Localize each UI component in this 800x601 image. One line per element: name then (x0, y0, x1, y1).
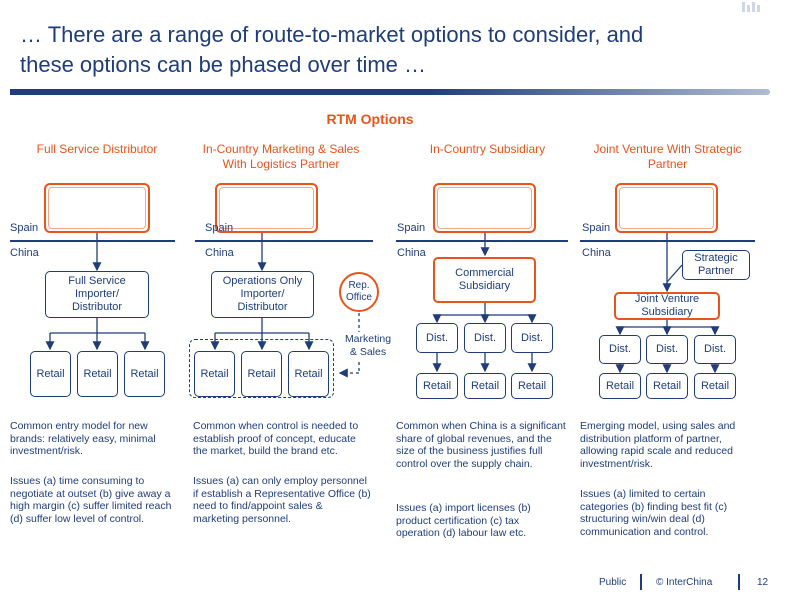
issues-text: Issues (a) limited to certain categories… (580, 488, 728, 538)
column-header-marketing-sales: In-Country Marketing & Sales With Logist… (202, 142, 360, 171)
column-header-joint-venture: Joint Venture With Strategic Partner (593, 142, 742, 171)
joint-venture-subsidiary-box: Joint Venture Subsidiary (614, 292, 720, 320)
retail-box: Retail (288, 351, 329, 397)
spain-label: Spain (205, 222, 234, 234)
china-label: China (205, 247, 234, 259)
retail-box: Retail (646, 373, 688, 399)
retail-box: Retail (694, 373, 736, 399)
spain-label: Spain (397, 222, 426, 234)
page-number: 12 (757, 577, 769, 588)
full-service-importer-box: Full Service Importer/ Distributor (45, 271, 149, 318)
rep-office-circle: Rep. Office (339, 272, 379, 312)
column-header-full-service: Full Service Distributor (36, 142, 158, 156)
issues-text: Issues (a) import licenses (b) product c… (396, 502, 531, 539)
description-text: Common when China is a significant share… (396, 420, 566, 470)
dist-box: Dist. (646, 335, 688, 364)
issues-text: Issues (a) time consuming to negotiate a… (10, 475, 172, 525)
dist-box: Dist. (511, 323, 553, 353)
spain-brand-box (215, 183, 318, 233)
retail-box: Retail (241, 351, 282, 397)
spain-brand-box (433, 183, 536, 233)
footer-public: Public (599, 577, 627, 588)
border-line (10, 240, 175, 242)
retail-box: Retail (599, 373, 641, 399)
retail-box: Retail (77, 351, 118, 397)
border-line (195, 240, 373, 242)
spain-label: Spain (10, 222, 39, 234)
retail-box: Retail (416, 373, 458, 399)
border-line (396, 240, 568, 242)
column-header-subsidiary: In-Country Subsidiary (429, 142, 546, 156)
footer-copyright: © InterChina (656, 577, 713, 588)
brand-logo-icon (742, 2, 760, 12)
spain-brand-box (44, 183, 150, 233)
description-text: Common entry model for new brands: relat… (10, 420, 156, 457)
retail-box: Retail (511, 373, 553, 399)
dist-box: Dist. (599, 335, 641, 364)
spain-brand-box (615, 183, 718, 233)
footer-divider (640, 574, 642, 590)
dist-box: Dist. (416, 323, 458, 353)
strategic-partner-box: Strategic Partner (682, 250, 750, 280)
china-label: China (397, 247, 426, 259)
issues-text: Issues (a) can only employ personnel if … (193, 475, 371, 525)
slide-title: … There are a range of route-to-market o… (20, 22, 644, 77)
retail-box: Retail (124, 351, 165, 397)
retail-box: Retail (194, 351, 235, 397)
china-label: China (582, 247, 611, 259)
marketing-sales-label: Marketing & Sales (344, 333, 392, 358)
title-underline (10, 89, 770, 95)
retail-box: Retail (464, 373, 506, 399)
china-label: China (10, 247, 39, 259)
dist-box: Dist. (694, 335, 736, 364)
spain-label: Spain (582, 222, 611, 234)
footer-divider (738, 574, 740, 590)
operations-importer-box: Operations Only Importer/ Distributor (211, 271, 314, 318)
dist-box: Dist. (464, 323, 506, 353)
commercial-subsidiary-box: Commercial Subsidiary (433, 257, 536, 303)
description-text: Common when control is needed to establi… (193, 420, 359, 457)
rtm-heading: RTM Options (326, 111, 414, 127)
retail-box: Retail (30, 351, 71, 397)
description-text: Emerging model, using sales and distribu… (580, 420, 736, 470)
retail-group (189, 339, 334, 398)
border-line (580, 240, 755, 242)
